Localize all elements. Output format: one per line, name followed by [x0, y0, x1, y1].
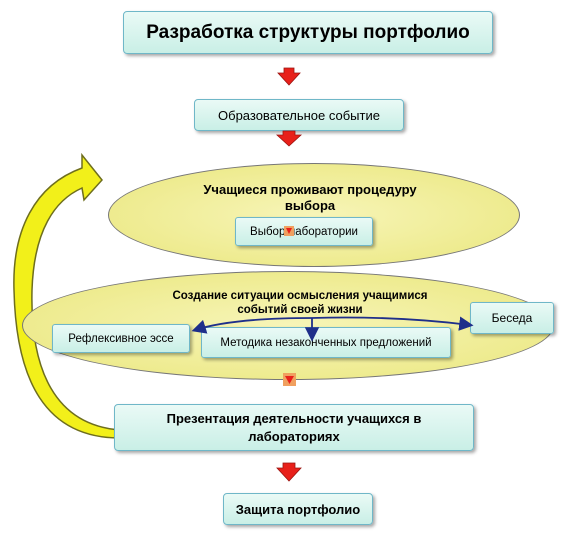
presentation-box: Презентация деятельности учащихся в лабо… [114, 404, 474, 451]
educational-event-box: Образовательное событие [194, 99, 404, 131]
title-text: Разработка структуры портфолио [146, 21, 470, 43]
conversation-text: Беседа [491, 311, 533, 325]
reflective-essay-text: Рефлексивное эссе [68, 332, 174, 345]
conversation-box: Беседа [470, 302, 554, 334]
reflection-situation-text: Создание ситуации осмысления учащимися с… [172, 290, 428, 316]
presentation-text: Презентация деятельности учащихся в лабо… [166, 410, 422, 444]
defense-box: Защита портфолио [223, 493, 373, 525]
lab-choice-box: Выбор лаборатории [235, 217, 373, 246]
lab-choice-text: Выбор лаборатории [250, 225, 358, 238]
unfinished-sentences-box: Методика незаконченных предложений [201, 327, 451, 358]
choice-procedure-text: Учащиеся проживают процедуру выбора [203, 182, 417, 213]
educational-event-text: Образовательное событие [218, 107, 380, 123]
reflective-essay-box: Рефлексивное эссе [52, 324, 190, 353]
title-box: Разработка структуры портфолио [123, 11, 493, 54]
unfinished-sentences-text: Методика незаконченных предложений [220, 336, 432, 349]
defense-text: Защита портфолио [235, 501, 361, 517]
choice-procedure-ellipse [108, 163, 520, 267]
